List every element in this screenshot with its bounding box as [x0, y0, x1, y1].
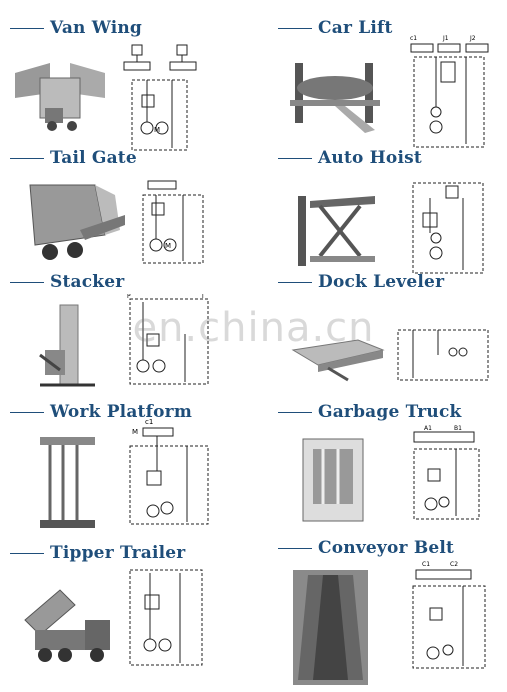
svg-text:A1: A1	[424, 425, 432, 432]
svg-text:M: M	[165, 242, 171, 250]
garbage-truck-photo	[302, 438, 364, 522]
dock-leveler-photo	[291, 339, 385, 382]
product-title: Van Wing	[50, 18, 143, 38]
svg-text:P: P	[127, 294, 131, 300]
product-car-lift: Car Lift c1 J1 J2	[278, 18, 507, 148]
product-garbage-truck: Garbage Truck A1 B1	[278, 402, 507, 532]
product-tipper-trailer: Tipper Trailer	[10, 543, 263, 673]
product-van-wing: Van Wing M	[10, 18, 263, 151]
hydraulic-diagram: c1M	[129, 418, 209, 525]
product-title: Dock Leveler	[318, 272, 445, 292]
hydraulic-diagram	[412, 182, 484, 274]
title-rule	[10, 158, 44, 159]
product-auto-hoist: Auto Hoist	[278, 148, 507, 278]
auto-hoist-photo	[298, 196, 375, 266]
title-rule	[278, 548, 312, 549]
stacker-photo	[39, 304, 95, 387]
work-platform-photo	[40, 437, 95, 528]
title-rule	[10, 412, 44, 413]
van-wing-photo	[15, 63, 105, 131]
svg-text:c1: c1	[410, 35, 417, 42]
product-title: Conveyor Belt	[318, 538, 455, 558]
svg-text:J1: J1	[442, 35, 449, 42]
title-rule	[278, 282, 312, 283]
hydraulic-diagram	[397, 329, 489, 381]
title-rule	[278, 28, 312, 29]
product-conveyor-belt: Conveyor Belt C1 C2	[278, 538, 507, 685]
product-title: Car Lift	[318, 18, 393, 38]
svg-text:T: T	[200, 294, 205, 300]
title-rule	[278, 412, 312, 413]
svg-text:B1: B1	[454, 425, 462, 432]
svg-text:M: M	[154, 126, 160, 134]
car-lift-photo	[290, 63, 380, 133]
title-rule	[10, 553, 44, 554]
tail-gate-photo	[29, 184, 125, 260]
hydraulic-diagram: c1 J1 J2	[410, 35, 489, 148]
product-title: Work Platform	[50, 402, 193, 422]
title-rule	[10, 282, 44, 283]
product-dock-leveler: Dock Leveler	[278, 272, 507, 402]
svg-text:c1: c1	[145, 418, 153, 426]
title-rule	[278, 158, 312, 159]
product-title: Tipper Trailer	[50, 543, 186, 563]
hydraulic-diagram: C1 C2	[412, 561, 486, 669]
product-title: Stacker	[50, 272, 125, 292]
svg-text:J2: J2	[469, 35, 476, 42]
hydraulic-diagram: M	[142, 180, 204, 264]
tipper-trailer-photo	[24, 589, 110, 662]
product-title: Garbage Truck	[318, 402, 462, 422]
svg-text:C1: C1	[422, 561, 430, 568]
hydraulic-diagram: M	[123, 44, 197, 151]
title-rule	[10, 28, 44, 29]
conveyor-belt-photo	[293, 570, 368, 685]
product-title: Auto Hoist	[318, 148, 422, 168]
hydraulic-diagram: A1 B1	[413, 425, 480, 520]
product-tail-gate: Tail Gate M	[10, 148, 263, 278]
svg-text:C2: C2	[450, 561, 458, 568]
hydraulic-diagram	[129, 569, 203, 666]
product-title: Tail Gate	[50, 148, 137, 168]
svg-text:M: M	[132, 428, 138, 436]
